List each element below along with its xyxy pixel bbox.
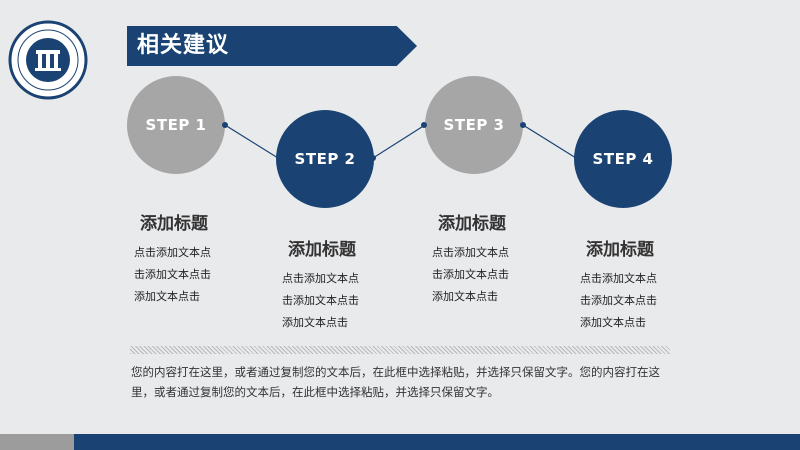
- step-4-line-3: 添加文本点击: [580, 316, 646, 329]
- connector-dot: [222, 122, 228, 128]
- step-4-line-2: 击添加文本点击: [580, 294, 657, 307]
- connector-dot: [520, 122, 526, 128]
- step-4-label: STEP 4: [592, 150, 654, 168]
- step-4-title: 添加标题: [586, 240, 654, 260]
- step-2-title: 添加标题: [288, 240, 356, 260]
- step-3-text: 添加标题 点击添加文本点 击添加文本点击 添加文本点击: [432, 214, 552, 308]
- step-1-line-2: 击添加文本点击: [134, 268, 211, 281]
- step-3-line-2: 击添加文本点击: [432, 268, 509, 281]
- hatched-divider: [130, 346, 670, 354]
- step-4-text: 添加标题 点击添加文本点 击添加文本点击 添加文本点击: [580, 240, 700, 334]
- step-1-title: 添加标题: [140, 214, 208, 234]
- step-3-label: STEP 3: [443, 116, 505, 134]
- footer-bar-navy: [74, 434, 800, 450]
- step-3-title: 添加标题: [438, 214, 506, 234]
- page-title: 相关建议: [137, 33, 230, 58]
- step-1-line-3: 添加文本点击: [134, 290, 200, 303]
- step-1-text: 添加标题 点击添加文本点 击添加文本点击 添加文本点击: [134, 214, 254, 308]
- step-3-line-1: 点击添加文本点: [432, 246, 509, 259]
- step-1-circle: STEP 1: [127, 76, 225, 174]
- step-2-line-3: 添加文本点击: [282, 316, 348, 329]
- step-4-line-1: 点击添加文本点: [580, 272, 657, 285]
- connector-dot: [370, 155, 376, 161]
- connector-dot: [421, 122, 427, 128]
- step-2-circle: STEP 2: [276, 110, 374, 208]
- step-3-line-3: 添加文本点击: [432, 290, 498, 303]
- university-seal-icon: [8, 20, 88, 100]
- footer-bar-gray: [0, 434, 74, 450]
- body-paragraph: 您的内容打在这里，或者通过复制您的文本后，在此框中选择粘贴，并选择只保留文字。您…: [131, 365, 660, 399]
- step-1-line-1: 点击添加文本点: [134, 246, 211, 259]
- step-2-text: 添加标题 点击添加文本点 击添加文本点击 添加文本点击: [282, 240, 402, 334]
- step-4-circle: STEP 4: [574, 110, 672, 208]
- step-2-line-2: 击添加文本点击: [282, 294, 359, 307]
- step-1-label: STEP 1: [145, 116, 207, 134]
- step-3-circle: STEP 3: [425, 76, 523, 174]
- step-2-label: STEP 2: [294, 150, 356, 168]
- step-2-line-1: 点击添加文本点: [282, 272, 359, 285]
- title-banner: [127, 26, 417, 66]
